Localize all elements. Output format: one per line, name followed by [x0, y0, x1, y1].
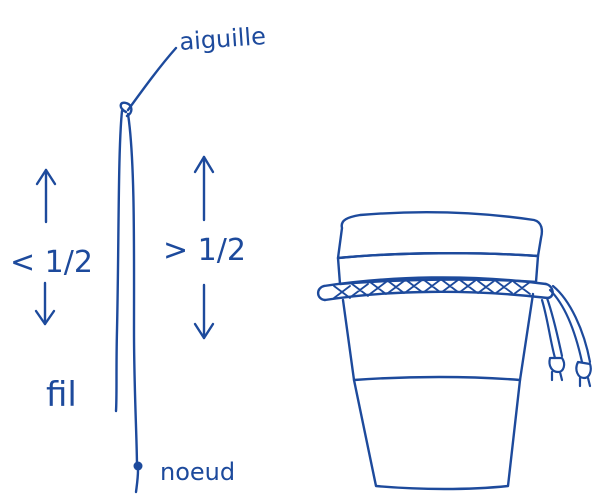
needle-thread-diagram — [114, 46, 178, 494]
cord-tip-right — [575, 360, 592, 388]
drawstring-cord-1 — [540, 298, 557, 360]
drawstring-cord-2 — [545, 296, 564, 358]
up-arrow-icon — [193, 155, 215, 222]
drawstring-cord-4 — [551, 284, 592, 364]
drawstring-top-line — [322, 276, 548, 288]
needle-pointer-line — [126, 46, 178, 112]
down-arrow-icon — [34, 281, 56, 326]
cup-cozy-illustration — [316, 211, 592, 491]
thread-tail — [134, 468, 140, 494]
thread-short-strand — [114, 109, 124, 413]
down-arrow-icon — [193, 283, 215, 340]
up-arrow-icon — [35, 168, 57, 224]
needle-label: aiguille — [178, 22, 266, 56]
drawstring-cord-3 — [548, 288, 584, 364]
cozy-sleeve — [341, 292, 535, 382]
cup-lower-body — [352, 378, 522, 491]
less-than-half-label: < 1/2 — [10, 245, 93, 280]
needle-eye — [119, 101, 133, 118]
cross-stitch-pattern — [333, 279, 531, 299]
knot-dot — [133, 461, 143, 471]
thread-label: fil — [46, 375, 77, 415]
thread-long-strand — [126, 112, 139, 470]
drawstring-left-end — [316, 284, 327, 302]
more-than-half-label: > 1/2 — [163, 233, 246, 268]
cord-tip-left — [548, 356, 566, 382]
knot-label: noeud — [160, 458, 235, 486]
cup-rim — [336, 211, 544, 260]
